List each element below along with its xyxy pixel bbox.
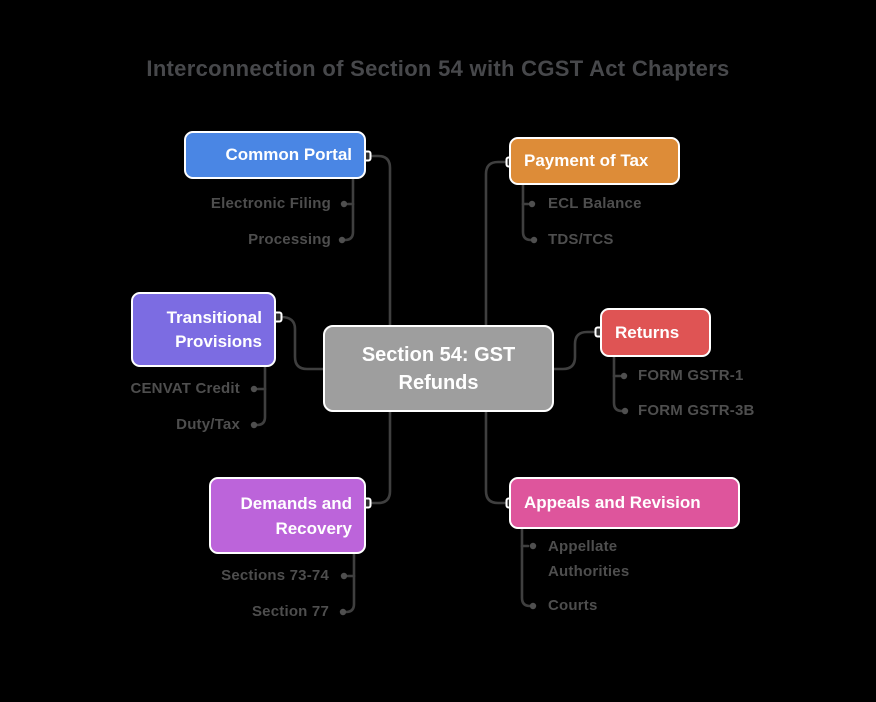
node-section-54-gst-refunds: Section 54: GST Refunds xyxy=(323,325,554,412)
connector-transitional-to-center xyxy=(279,315,325,371)
connector-appeals-children xyxy=(520,527,532,608)
leaf-section-77: Section 77 xyxy=(251,603,329,620)
node-label: Returns xyxy=(615,322,680,342)
leaf-electronic-filing: Electronic Filing xyxy=(210,195,331,212)
leaf-form-gstr-1: FORM GSTR-1 xyxy=(638,367,744,384)
leaf-tds-tcs: TDS/TCS xyxy=(548,231,614,248)
node-payment-of-tax: Payment of Tax xyxy=(509,137,680,185)
connector-payment-of-tax-to-center xyxy=(484,160,509,329)
connector-demands-children xyxy=(344,552,356,614)
node-demands-and-recovery: Demands and Recovery xyxy=(209,477,366,554)
node-label: Transitional Provisions xyxy=(166,307,262,351)
node-label: Appeals and Revision xyxy=(524,493,701,512)
connector-common-portal-to-center xyxy=(368,154,392,329)
connector-common-portal-children xyxy=(343,177,355,242)
node-label: Section 54: GST Refunds xyxy=(361,343,516,394)
node-transitional-provisions: Transitional Provisions xyxy=(131,292,276,367)
diagram-title: Interconnection of Section 54 with CGST … xyxy=(146,56,730,81)
leaf-appellate-authorities: Appellate Authorities xyxy=(548,538,630,580)
child-dot-ecl-balance xyxy=(528,200,536,208)
child-dot-sections-73-74 xyxy=(340,572,348,580)
node-label: Common Portal xyxy=(225,145,352,164)
child-dot-electronic-filing xyxy=(340,200,348,208)
child-dot-appellate-authorities xyxy=(529,542,537,550)
node-appeals-and-revision: Appeals and Revision xyxy=(509,477,740,529)
leaf-duty-tax: Duty/Tax xyxy=(176,416,240,433)
connector-center-to-demands xyxy=(368,410,392,505)
child-dot-duty-tax xyxy=(250,421,258,429)
node-label: Demands and Recovery xyxy=(240,493,352,538)
child-dot-courts xyxy=(529,602,537,610)
connector-center-to-appeals xyxy=(484,410,509,505)
child-dot-cenvat-credit xyxy=(250,385,258,393)
child-dot-tds-tcs xyxy=(530,236,538,244)
child-dot-processing xyxy=(338,236,346,244)
child-dot-form-gstr-1 xyxy=(620,372,628,380)
node-returns: Returns xyxy=(600,308,711,357)
child-dot-section-77 xyxy=(339,608,347,616)
leaf-cenvat-credit: CENVAT Credit xyxy=(130,380,240,397)
leaf-processing: Processing xyxy=(248,231,331,248)
child-dot-form-gstr-3b xyxy=(621,407,629,415)
leaf-sections-73-74: Sections 73-74 xyxy=(221,567,329,584)
leaf-ecl-balance: ECL Balance xyxy=(548,195,642,212)
leaf-courts: Courts xyxy=(548,597,598,614)
node-common-portal: Common Portal xyxy=(184,131,366,179)
connector-returns-children xyxy=(612,355,624,413)
node-label: Payment of Tax xyxy=(524,151,649,170)
connector-payment-of-tax-children xyxy=(521,183,533,242)
connector-transitional-children xyxy=(255,365,267,427)
connector-center-to-returns xyxy=(552,330,598,371)
leaf-form-gstr-3b: FORM GSTR-3B xyxy=(638,402,755,419)
